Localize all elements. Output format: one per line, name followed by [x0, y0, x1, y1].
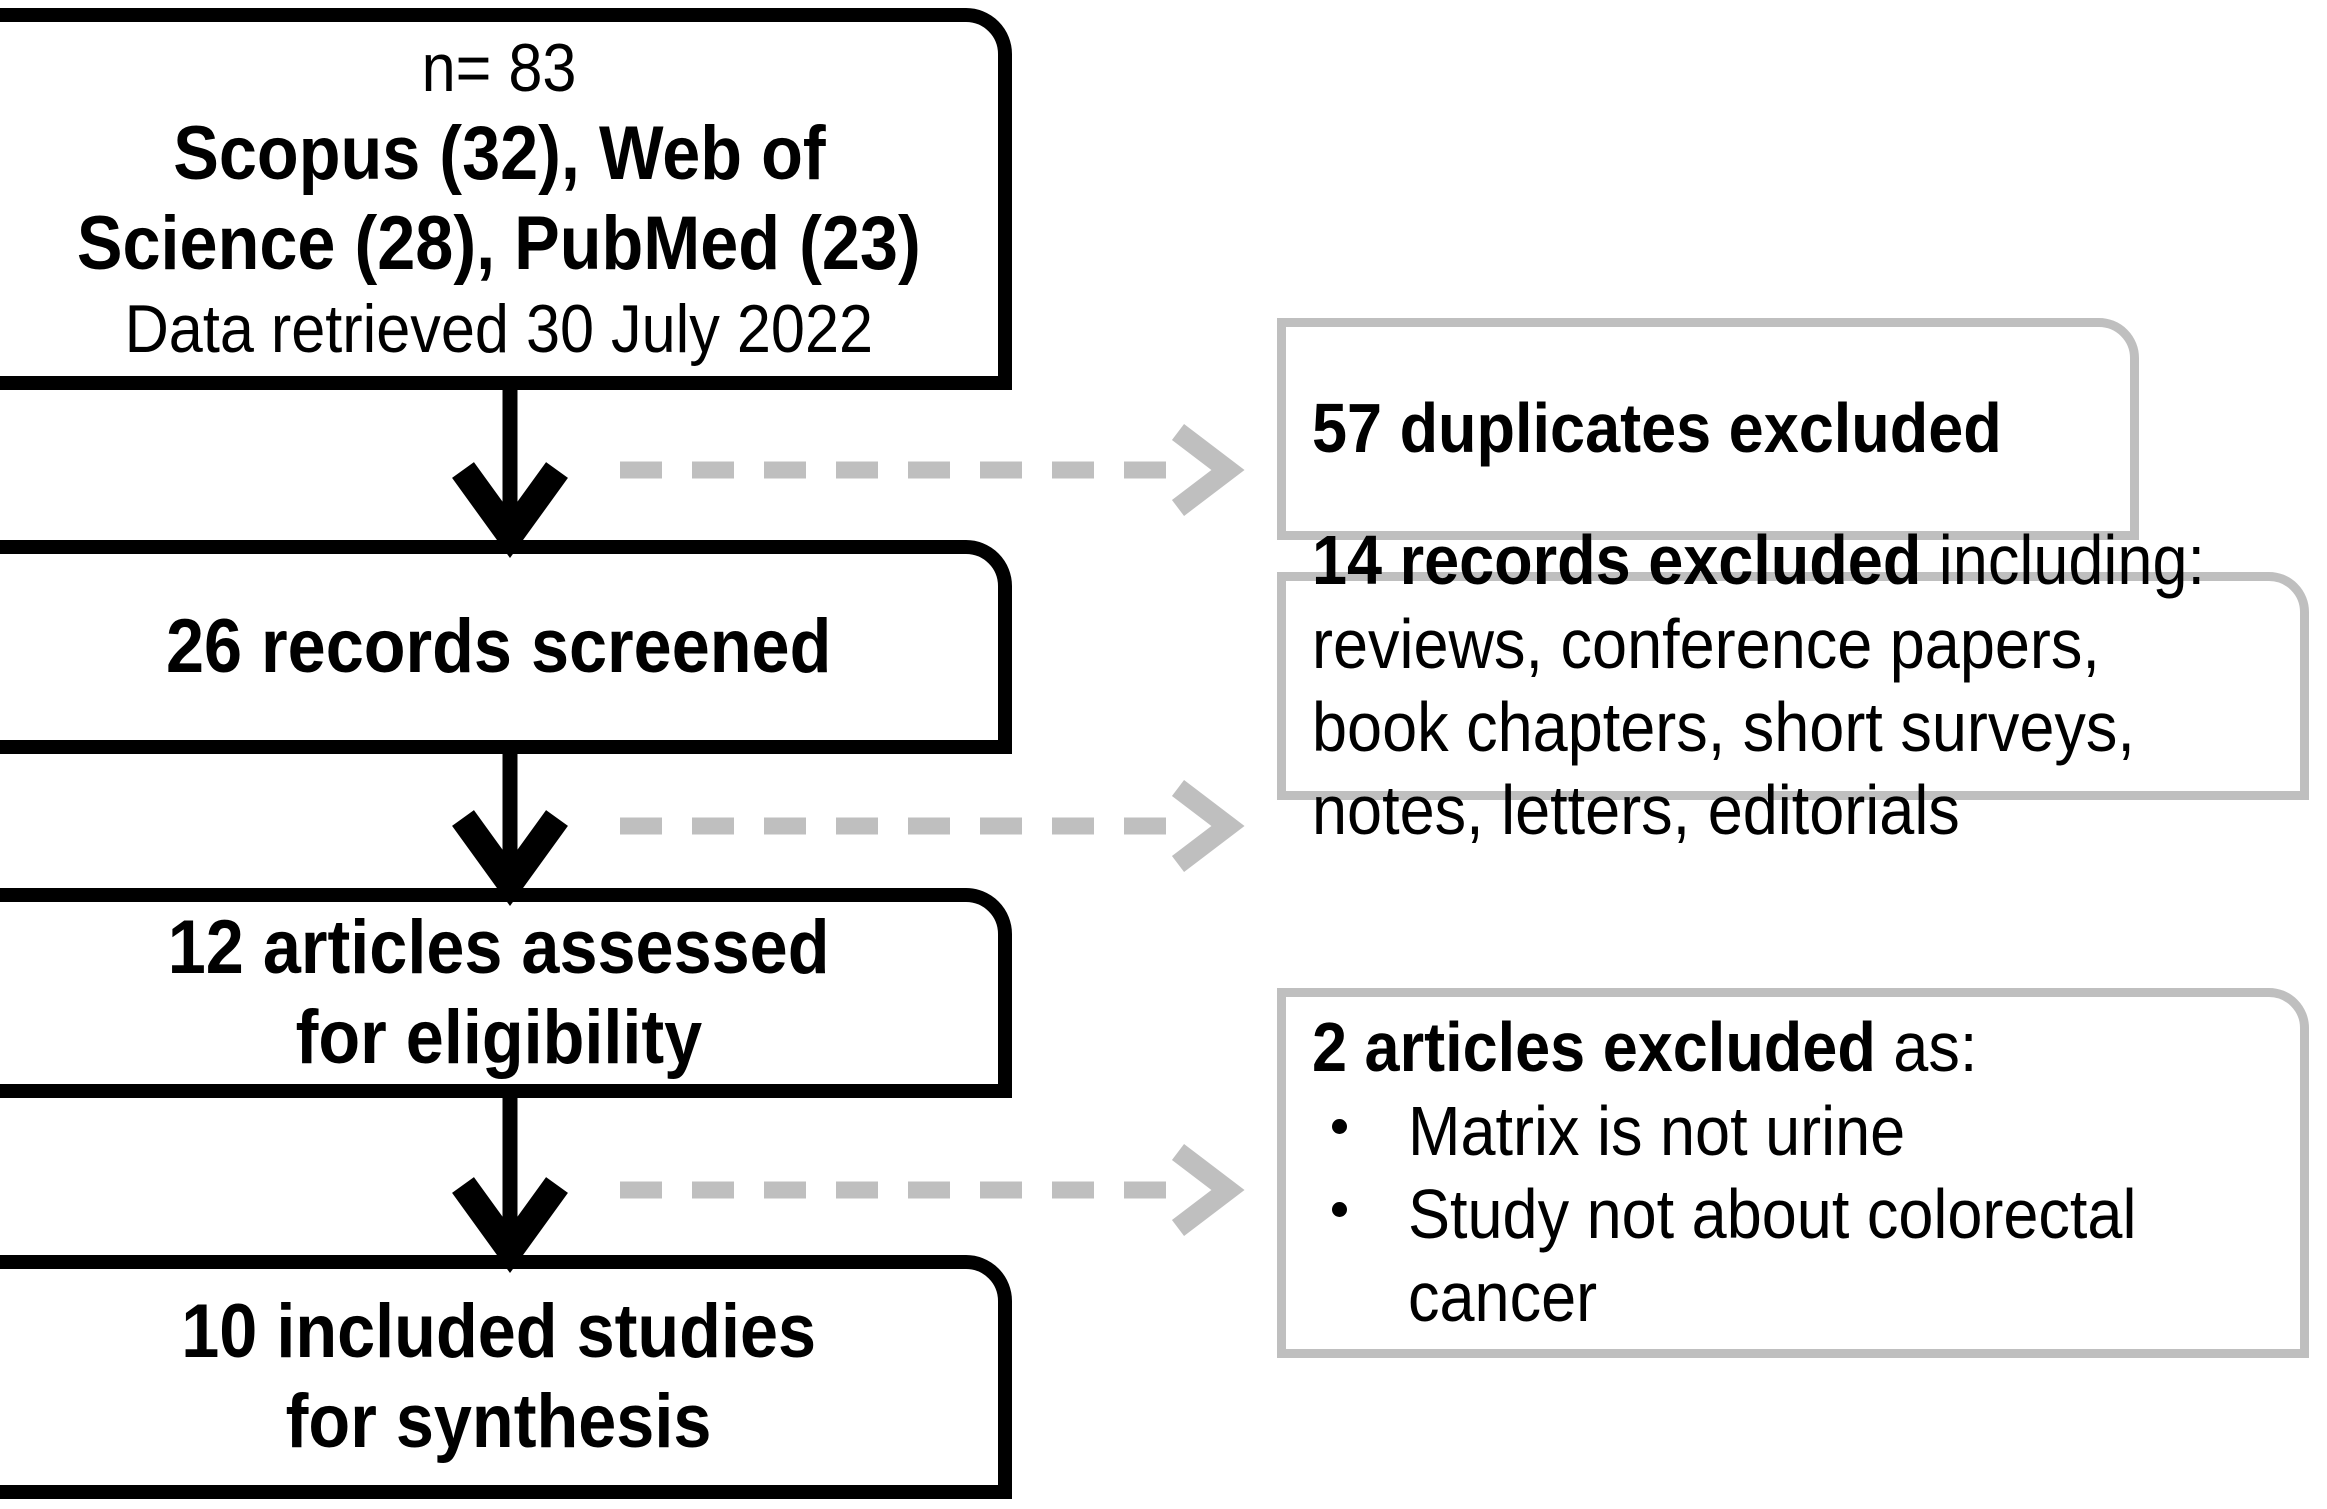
arrow-to-articles-excluded [620, 1144, 1245, 1236]
flow-box-eligibility: 12 articles assessed for eligibility [0, 888, 1012, 1098]
flow-box-eligibility-text: 12 articles assessed for eligibility [0, 903, 998, 1084]
bullet-icon [1332, 1202, 1347, 1218]
exclusion-box-duplicates-excluded: 57 duplicates excluded [1277, 318, 2139, 540]
flow-box-screening-text: 26 records screened [0, 602, 998, 692]
duplicates-excluded-heading: 57 duplicates excluded [1312, 389, 2002, 468]
articles-excluded-bullet-2-wrap: cancer [1408, 1258, 1598, 1337]
flow-box-included-text: 10 included studies for synthesis [0, 1287, 998, 1468]
records-excluded-heading-rest: including: [1921, 521, 2205, 600]
exclusion-box-records-excluded: 14 records excluded including: reviews, … [1277, 521, 2309, 849]
articles-excluded-bullet-2: Study not about colorectal [1408, 1175, 2137, 1253]
duplicates-excluded-text: 57 duplicates excluded [1286, 387, 2130, 470]
articles-excluded-heading: 2 articles excluded [1312, 1008, 1876, 1087]
articles-excluded-heading-rest: as: [1875, 1008, 1978, 1087]
identification-line-3: Science (28), PubMed (23) [77, 201, 921, 286]
records-excluded-text: 14 records excluded including: reviews, … [1286, 519, 2300, 852]
included-line-1: 10 included studies [181, 1288, 817, 1374]
list-item: cancer [1312, 1256, 2274, 1339]
records-excluded-body-line-3: notes, letters, editorials [1312, 771, 1960, 850]
screening-line-1: 26 records screened [166, 603, 832, 689]
arrow-eligibility-to-included [452, 1098, 568, 1274]
flow-box-included: 10 included studies for synthesis [0, 1255, 1012, 1499]
flow-box-identification: n= 83 Scopus (32), Web of Science (28), … [0, 8, 1012, 390]
included-line-2: for synthesis [286, 1379, 712, 1464]
records-excluded-body-line-2: book chapters, short surveys, [1312, 688, 2135, 766]
records-excluded-body-line-1: reviews, conference papers, [1312, 604, 2100, 683]
arrow-to-duplicates-excluded [620, 424, 1245, 516]
arrow-to-records-excluded [620, 780, 1245, 872]
arrow-screening-to-eligibility [452, 754, 568, 907]
articles-excluded-bullet-1: Matrix is not urine [1408, 1091, 1906, 1170]
bullet-icon [1332, 1119, 1347, 1135]
eligibility-line-1: 12 articles assessed [168, 904, 830, 990]
flow-box-identification-text: n= 83 Scopus (32), Web of Science (28), … [0, 28, 998, 371]
identification-line-4: Data retrieved 30 July 2022 [124, 291, 874, 368]
records-excluded-heading: 14 records excluded [1312, 521, 1922, 600]
articles-excluded-text: 2 articles excluded as: Matrix is not ur… [1286, 1006, 2300, 1339]
arrow-identification-to-screening [452, 390, 568, 559]
eligibility-line-2: for eligibility [295, 995, 703, 1080]
flow-box-screening: 26 records screened [0, 540, 1012, 754]
articles-excluded-bullet-list: Matrix is not urine Study not about colo… [1312, 1090, 2274, 1340]
list-item: Matrix is not urine [1312, 1090, 2274, 1173]
exclusion-box-articles-excluded: 2 articles excluded as: Matrix is not ur… [1277, 988, 2309, 1358]
identification-line-1: n= 83 [421, 29, 577, 106]
identification-line-2: Scopus (32), Web of [172, 110, 826, 196]
list-item: Study not about colorectal [1312, 1173, 2274, 1256]
